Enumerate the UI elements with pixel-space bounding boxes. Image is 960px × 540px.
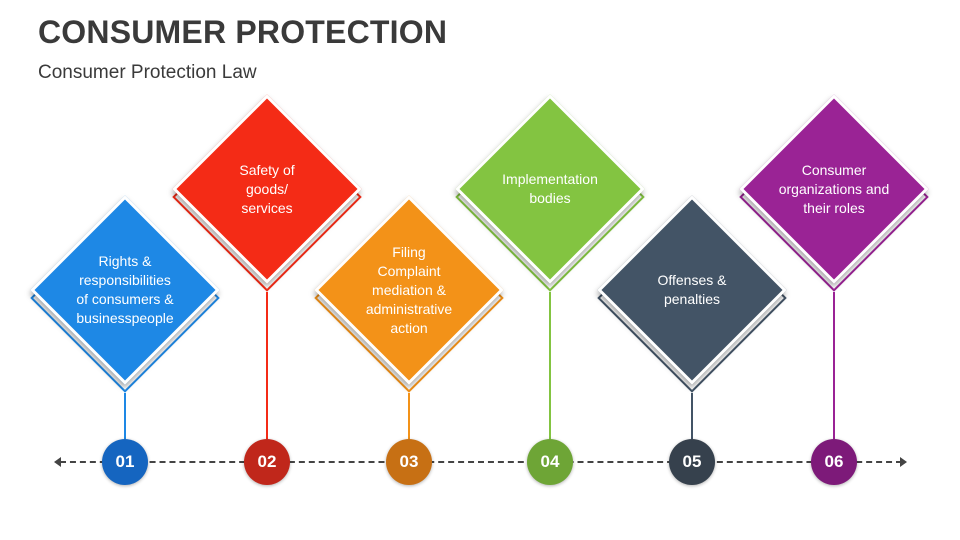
step-4-label-line: bodies — [529, 190, 571, 206]
step-3-number-badge: 03 — [386, 439, 432, 485]
step-6-label-line: their roles — [803, 199, 865, 216]
step-6-label: Consumer organizations and their roles — [764, 161, 904, 218]
step-3-label-line: mediation & — [372, 281, 446, 298]
step-2-label-line: goods/ — [245, 180, 289, 197]
step-1-label-line: responsibilities — [79, 272, 171, 288]
step-5-connector — [691, 393, 693, 439]
step-6-label-line: organizations and — [778, 180, 890, 197]
step-2-connector — [266, 292, 268, 439]
step-6-label-line: Consumer — [801, 161, 867, 178]
step-3-label-line: action — [390, 319, 428, 336]
step-1-label-line: businesspeople — [76, 310, 174, 326]
timeline-line — [60, 461, 902, 463]
step-2-label: Safety of goods/services — [197, 161, 337, 218]
step-2-label-line: Safety of — [239, 161, 295, 178]
step-2-label-line: services — [241, 199, 293, 216]
step-2-number-badge: 02 — [244, 439, 290, 485]
timeline-end-arrow-icon — [900, 457, 907, 467]
step-5-label: Offenses & penalties — [622, 271, 762, 309]
step-1-label-line: Rights & — [98, 253, 152, 269]
step-3-label-line: Complaint — [377, 262, 441, 279]
timeline-start-arrow-icon — [54, 457, 61, 467]
step-1-label-line: of consumers & — [76, 291, 174, 307]
step-4-label: Implementation bodies — [480, 170, 620, 208]
page-subtitle: Consumer Protection Law — [38, 62, 257, 83]
page-title: CONSUMER PROTECTION — [38, 14, 448, 50]
step-3-connector — [408, 393, 410, 439]
step-3-label-line: administrative — [365, 300, 453, 317]
step-6-connector — [833, 292, 835, 439]
step-1-label: Rights & responsibilities of consumers & bu… — [55, 252, 195, 328]
step-3-label-line: Filing — [392, 243, 426, 260]
step-5-label-line: Offenses & — [657, 272, 727, 288]
step-4-connector — [549, 292, 551, 439]
step-1-number-badge: 01 — [102, 439, 148, 485]
step-5-number-badge: 05 — [669, 439, 715, 485]
step-5-label-line: penalties — [663, 291, 721, 307]
step-4-number-badge: 04 — [527, 439, 573, 485]
step-1-connector — [124, 393, 126, 439]
step-6-number-badge: 06 — [811, 439, 857, 485]
step-4-label-line: Implementation — [502, 171, 598, 187]
